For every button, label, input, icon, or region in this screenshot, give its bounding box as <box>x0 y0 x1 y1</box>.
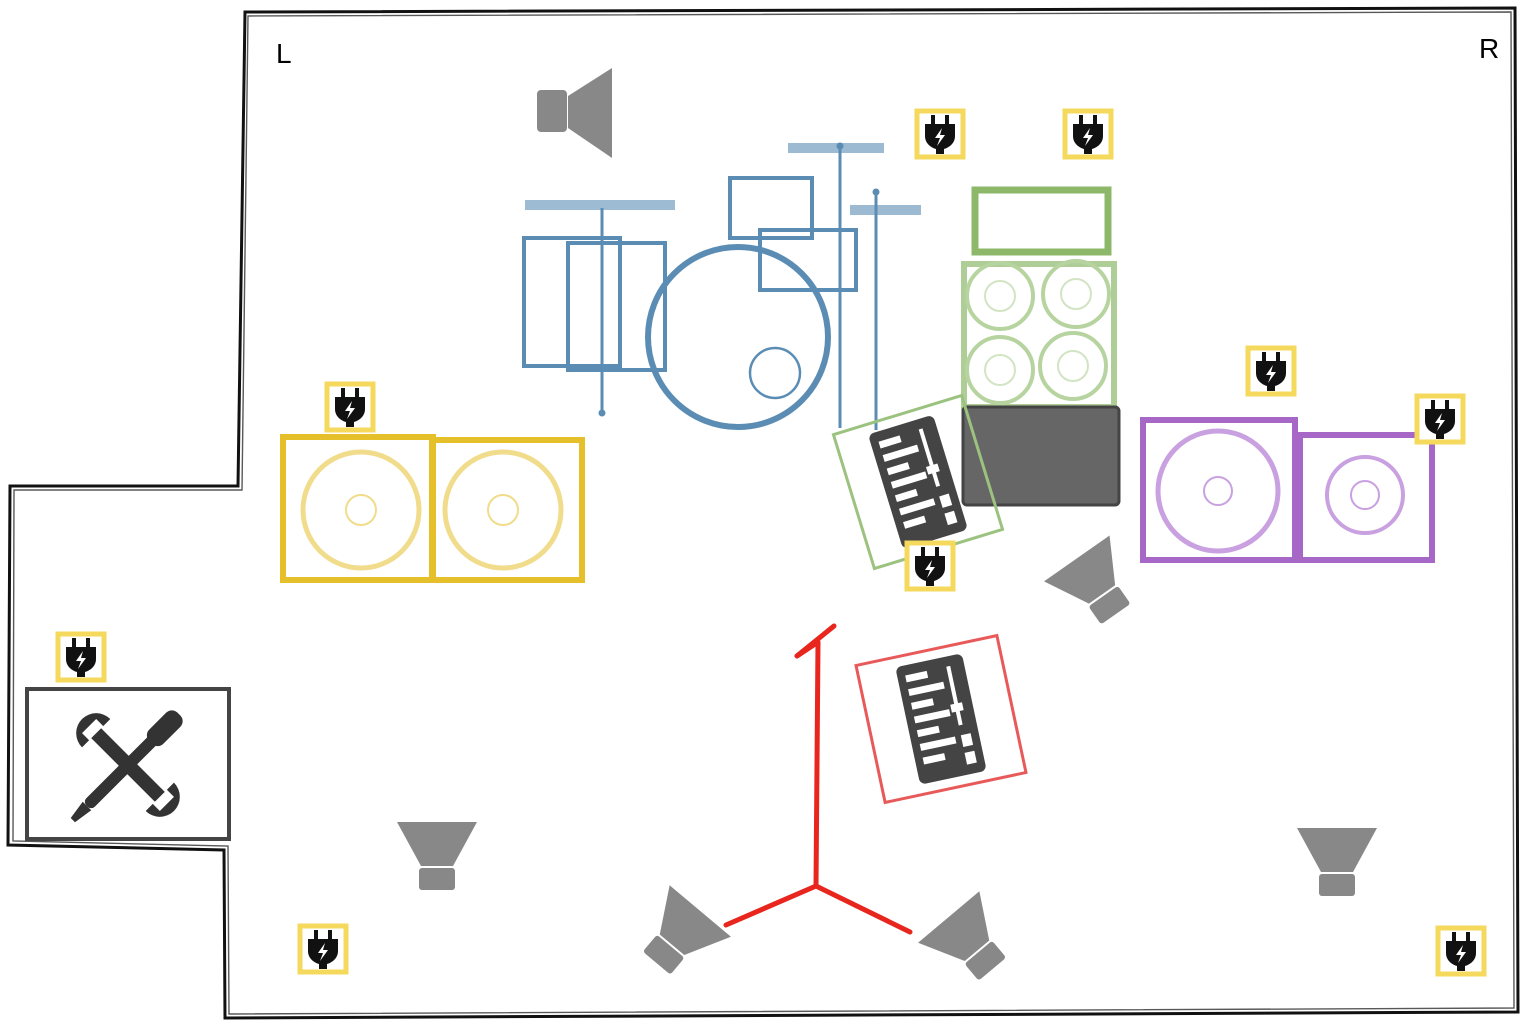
power-plug-icon <box>1417 396 1463 442</box>
drum-kit-icon <box>522 142 921 430</box>
power-plug-icon <box>907 543 953 589</box>
purple-cabinet-icon <box>1140 417 1435 563</box>
power-plug-icon <box>1438 928 1484 974</box>
keyboard-station-red <box>854 633 1028 805</box>
power-plug-icon <box>1065 111 1111 157</box>
guitar-cabinet-icon <box>961 186 1121 507</box>
room-outline <box>6 6 1520 1020</box>
tools-icon <box>25 687 231 841</box>
right-label: R <box>1479 33 1499 64</box>
power-plug-icon <box>300 926 346 972</box>
speaker-icon <box>537 68 612 158</box>
bass-cabinet-icon <box>280 434 585 583</box>
power-plug-icon <box>917 111 963 157</box>
mic-stand-icon <box>723 623 913 935</box>
left-label: L <box>276 38 292 69</box>
power-plug-icon <box>1248 348 1294 394</box>
power-plug-icon <box>327 384 373 430</box>
power-plug-icon <box>58 634 104 680</box>
